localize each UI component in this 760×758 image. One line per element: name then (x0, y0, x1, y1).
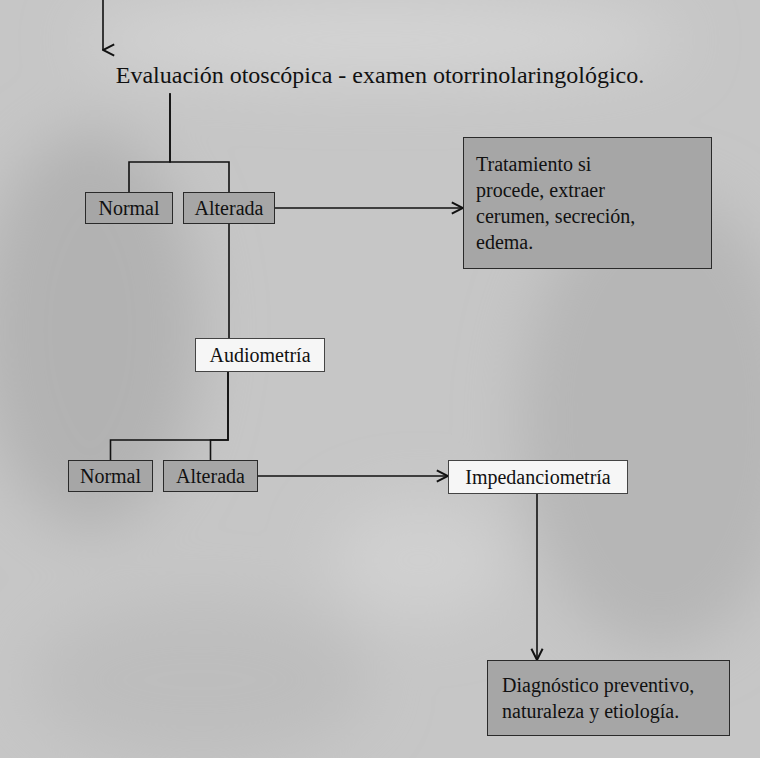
step-text: Evaluación otoscópica - examen otorrinol… (30, 58, 730, 93)
result-box: Alterada (183, 192, 275, 224)
connector (275, 207, 463, 209)
box-text: Impedanciometría (457, 464, 619, 490)
test-box: Audiometría (195, 338, 325, 372)
connector (129, 93, 170, 192)
box-text: Tratamiento si procede, extraer cerumen,… (476, 151, 655, 255)
result-box: Normal (85, 192, 173, 224)
outcome-box: Diagnóstico preventivo, naturaleza y eti… (487, 660, 730, 736)
box-text: Alterada (170, 463, 251, 489)
connector (258, 475, 448, 477)
result-box: Normal (68, 460, 153, 492)
box-text: Audiometría (204, 342, 316, 368)
entry-arrow (102, 0, 104, 50)
connector (228, 224, 230, 338)
connector (536, 494, 538, 660)
box-text: Alterada (190, 195, 268, 221)
test-box: Impedanciometría (448, 460, 628, 494)
box-text: Normal (92, 195, 166, 221)
connector (111, 372, 229, 460)
treatment-box: Tratamiento si procede, extraer cerumen,… (463, 137, 712, 269)
result-box: Alterada (163, 460, 258, 492)
connector (170, 93, 229, 192)
connector (211, 372, 229, 460)
box-text: Evaluación otoscópica - examen otorrinol… (34, 60, 726, 91)
box-text: Normal (75, 463, 146, 489)
box-text: Diagnóstico preventivo, naturaleza y eti… (502, 672, 715, 724)
